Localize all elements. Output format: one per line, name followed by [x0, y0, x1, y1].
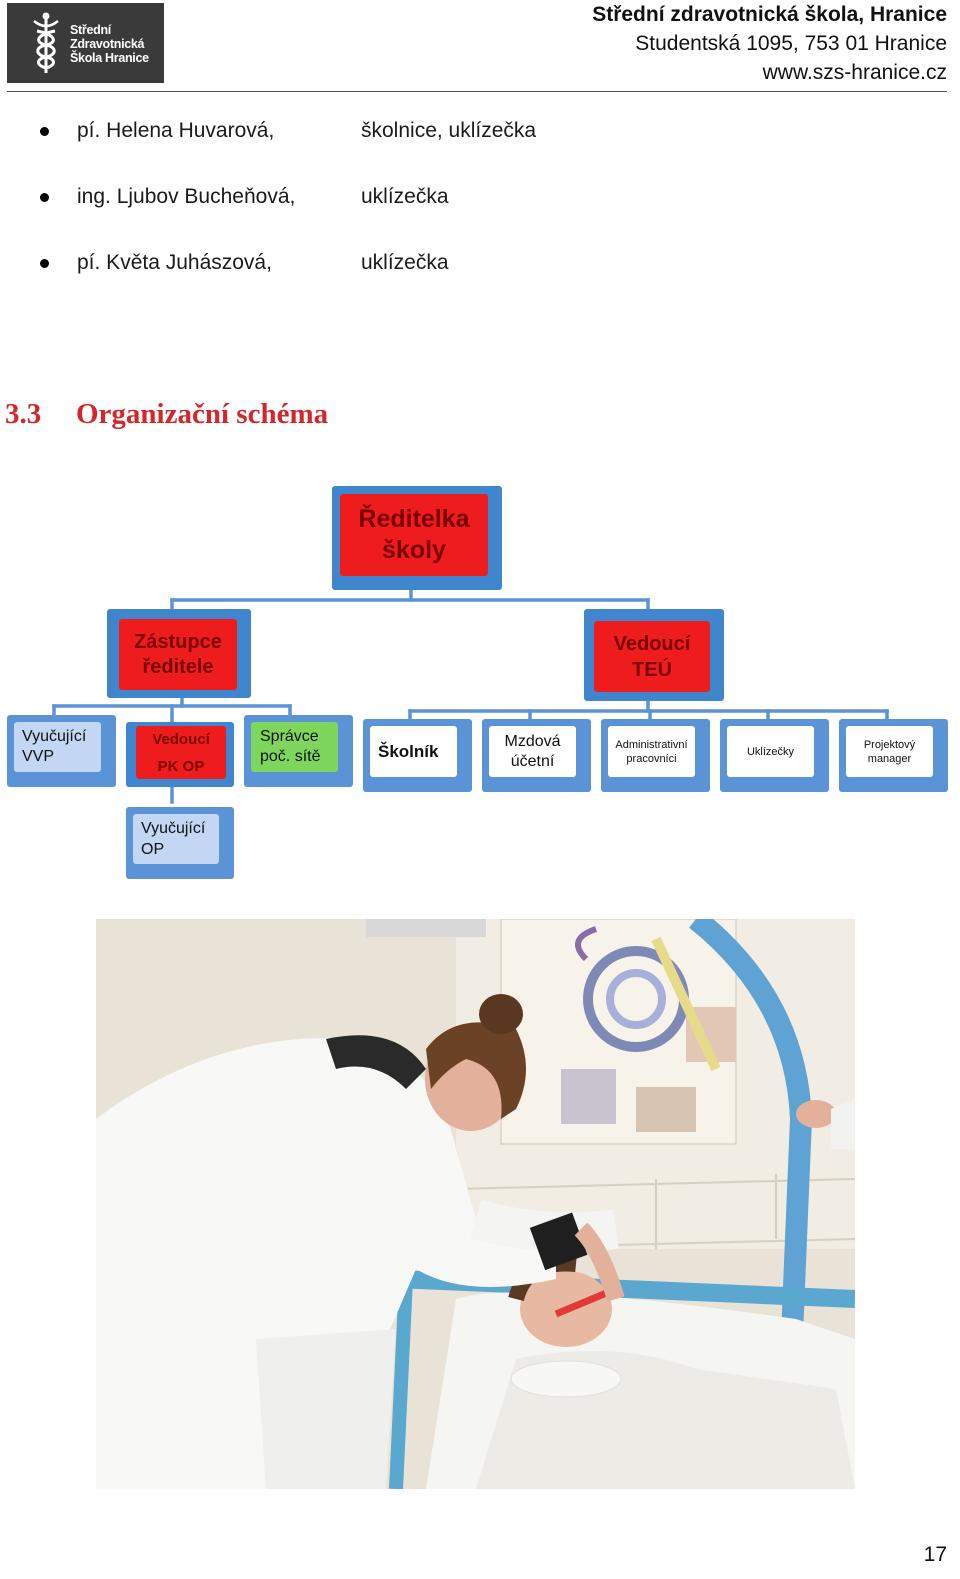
- org-node-cleaners: Uklízečky: [720, 719, 829, 792]
- node-label-line2: OP: [141, 841, 165, 858]
- node-label-line2: TEÚ: [632, 658, 672, 681]
- org-node-vvp-teachers: Vyučující VVP: [7, 715, 116, 787]
- staff-name: pí. Helena Huvarová,: [77, 119, 275, 142]
- node-label-line2: školy: [382, 536, 446, 564]
- org-node-project-manager: Projektový manager: [839, 719, 948, 792]
- school-logo: Střední Zdravotnická Škola Hranice: [7, 3, 164, 83]
- logo-line-3: Škola Hranice: [70, 51, 149, 65]
- bullet-icon: [40, 127, 49, 136]
- node-label-line1: Školník: [378, 741, 439, 761]
- node-label-line1: Uklízečky: [746, 745, 795, 758]
- logo-line-2: Zdravotnická: [70, 37, 145, 51]
- bullet-icon: [40, 193, 49, 202]
- node-label-line1: Zástupce: [134, 630, 222, 653]
- school-contact: Střední zdravotnická škola, Hranice Stud…: [592, 0, 947, 87]
- org-node-teu-head: Vedoucí TEÚ: [584, 609, 724, 701]
- logo-text: Střední Zdravotnická Škola Hranice: [70, 23, 149, 65]
- school-name: Střední zdravotnická škola, Hranice: [592, 3, 947, 26]
- staff-name: pí. Květa Juhászová,: [77, 251, 272, 274]
- node-label-line2: PK OP: [157, 757, 205, 775]
- node-label-line1: Vedoucí: [613, 632, 691, 655]
- node-label-line2: VVP: [22, 748, 55, 765]
- header-divider: [7, 91, 947, 92]
- logo-line-1: Střední: [70, 23, 111, 37]
- staff-role: uklízečka: [361, 251, 449, 274]
- org-node-admin-staff: Administrativní pracovníci: [601, 719, 710, 792]
- org-node-pk-op-head: Vedoucí PK OP: [126, 722, 234, 787]
- node-label-line2: ředitele: [142, 655, 214, 678]
- section-heading: 3.3 Organizační schéma: [5, 398, 328, 431]
- node-label-line2: manager: [867, 752, 912, 765]
- org-node-payroll: Mzdová účetní: [482, 719, 591, 792]
- org-node-director: Ředitelka školy: [332, 486, 502, 590]
- node-label-line1: Mzdová: [504, 732, 561, 750]
- caduceus-icon: [33, 12, 59, 73]
- section-title: Organizační schéma: [76, 398, 329, 430]
- node-label-line2: poč. sítě: [260, 748, 321, 765]
- node-label-line1: Vyučující: [141, 820, 206, 837]
- staff-name: ing. Ljubov Bucheňová,: [77, 185, 296, 208]
- node-label-line1: Administrativní: [615, 738, 688, 751]
- staff-role: školnice, uklízečka: [361, 119, 537, 142]
- org-node-deputy: Zástupce ředitele: [107, 609, 251, 698]
- school-website[interactable]: www.szs-hranice.cz: [762, 61, 947, 84]
- node-label-line2: pracovníci: [626, 752, 677, 765]
- node-label-line1: Správce: [260, 728, 319, 745]
- node-label-line1: Vedoucí: [152, 730, 210, 748]
- bullet-icon: [40, 259, 49, 268]
- org-node-op-teachers: Vyučující OP: [126, 807, 234, 879]
- node-label-line2: účetní: [510, 752, 555, 770]
- node-label-line1: Projektový: [863, 738, 916, 751]
- classroom-photo: [96, 919, 855, 1489]
- photo-illustration: [96, 919, 855, 1489]
- node-label-line1: Vyučující: [22, 728, 87, 745]
- staff-role: uklízečka: [361, 185, 449, 208]
- org-node-caretaker: Školník: [363, 719, 472, 792]
- page-number: 17: [923, 1543, 947, 1566]
- node-label-line1: Ředitelka: [358, 505, 470, 533]
- school-address: Studentská 1095, 753 01 Hranice: [635, 32, 947, 55]
- org-node-network-admin: Správce poč. sítě: [244, 715, 353, 787]
- section-number: 3.3: [5, 398, 42, 430]
